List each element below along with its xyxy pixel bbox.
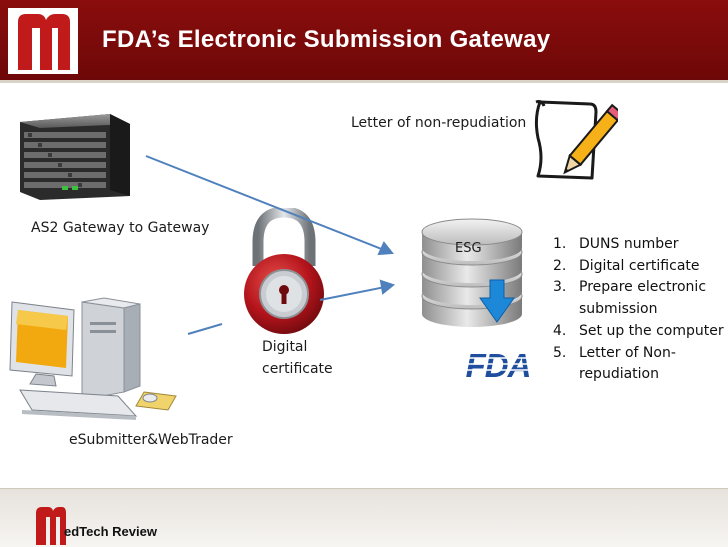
step-number: 3.	[553, 279, 567, 296]
step-item: 3. Prepare electronic submission	[548, 277, 726, 320]
step-number: 5.	[553, 344, 567, 361]
step-number: 1.	[553, 236, 567, 252]
step-text: Letter of Non-repudiation	[579, 344, 676, 383]
page-title: FDA’s Electronic Submission Gateway	[102, 26, 551, 53]
fda-logo: FDA	[459, 349, 537, 381]
step-text: DUNS number	[579, 236, 679, 252]
esg-label: ESG	[455, 241, 482, 256]
step-text: Digital certificate	[579, 257, 700, 274]
step-number: 4.	[553, 322, 567, 339]
step-text: Prepare electronic submission	[579, 279, 707, 318]
desktop-computer-icon	[9, 297, 177, 420]
computer-label: eSubmitter&WebTrader	[69, 432, 233, 448]
medtech-logo	[8, 8, 78, 74]
svg-text:FDA: FDA	[466, 349, 531, 381]
lock-label-line1: Digital	[262, 339, 308, 355]
footer-bar	[0, 488, 728, 547]
arrow-head-server	[377, 241, 394, 256]
letter-pencil-icon	[534, 100, 618, 180]
step-item: 2. Digital certificate	[548, 256, 726, 278]
server-rack-icon	[20, 114, 130, 200]
step-item: 4. Set up the computer	[548, 321, 726, 343]
step-item: 1. DUNS number	[548, 234, 726, 256]
arrow-head-lock	[379, 279, 396, 295]
footer-brand-text: edTech Review	[64, 524, 157, 539]
lock-label-line2: certificate	[262, 361, 333, 377]
header-bar: FDA’s Electronic Submission Gateway	[0, 0, 728, 83]
padlock-icon	[244, 208, 324, 334]
arrow-computer-to-lock	[187, 323, 223, 335]
steps-list: 1. DUNS number 2. Digital certificate 3. Pr…	[548, 234, 726, 386]
server-label: AS2 Gateway to Gateway	[31, 220, 210, 236]
arrow-server-to-esg	[145, 155, 385, 251]
medtech-logo-mark	[18, 14, 70, 70]
step-text: Set up the computer	[579, 322, 724, 339]
step-number: 2.	[553, 257, 567, 274]
esg-database-icon	[421, 218, 523, 327]
footer-brand-mark	[36, 507, 66, 545]
letter-label: Letter of non-repudiation	[351, 115, 527, 131]
arrow-lock-to-esg	[319, 286, 386, 301]
step-item: 5. Letter of Non-repudiation	[548, 343, 726, 386]
